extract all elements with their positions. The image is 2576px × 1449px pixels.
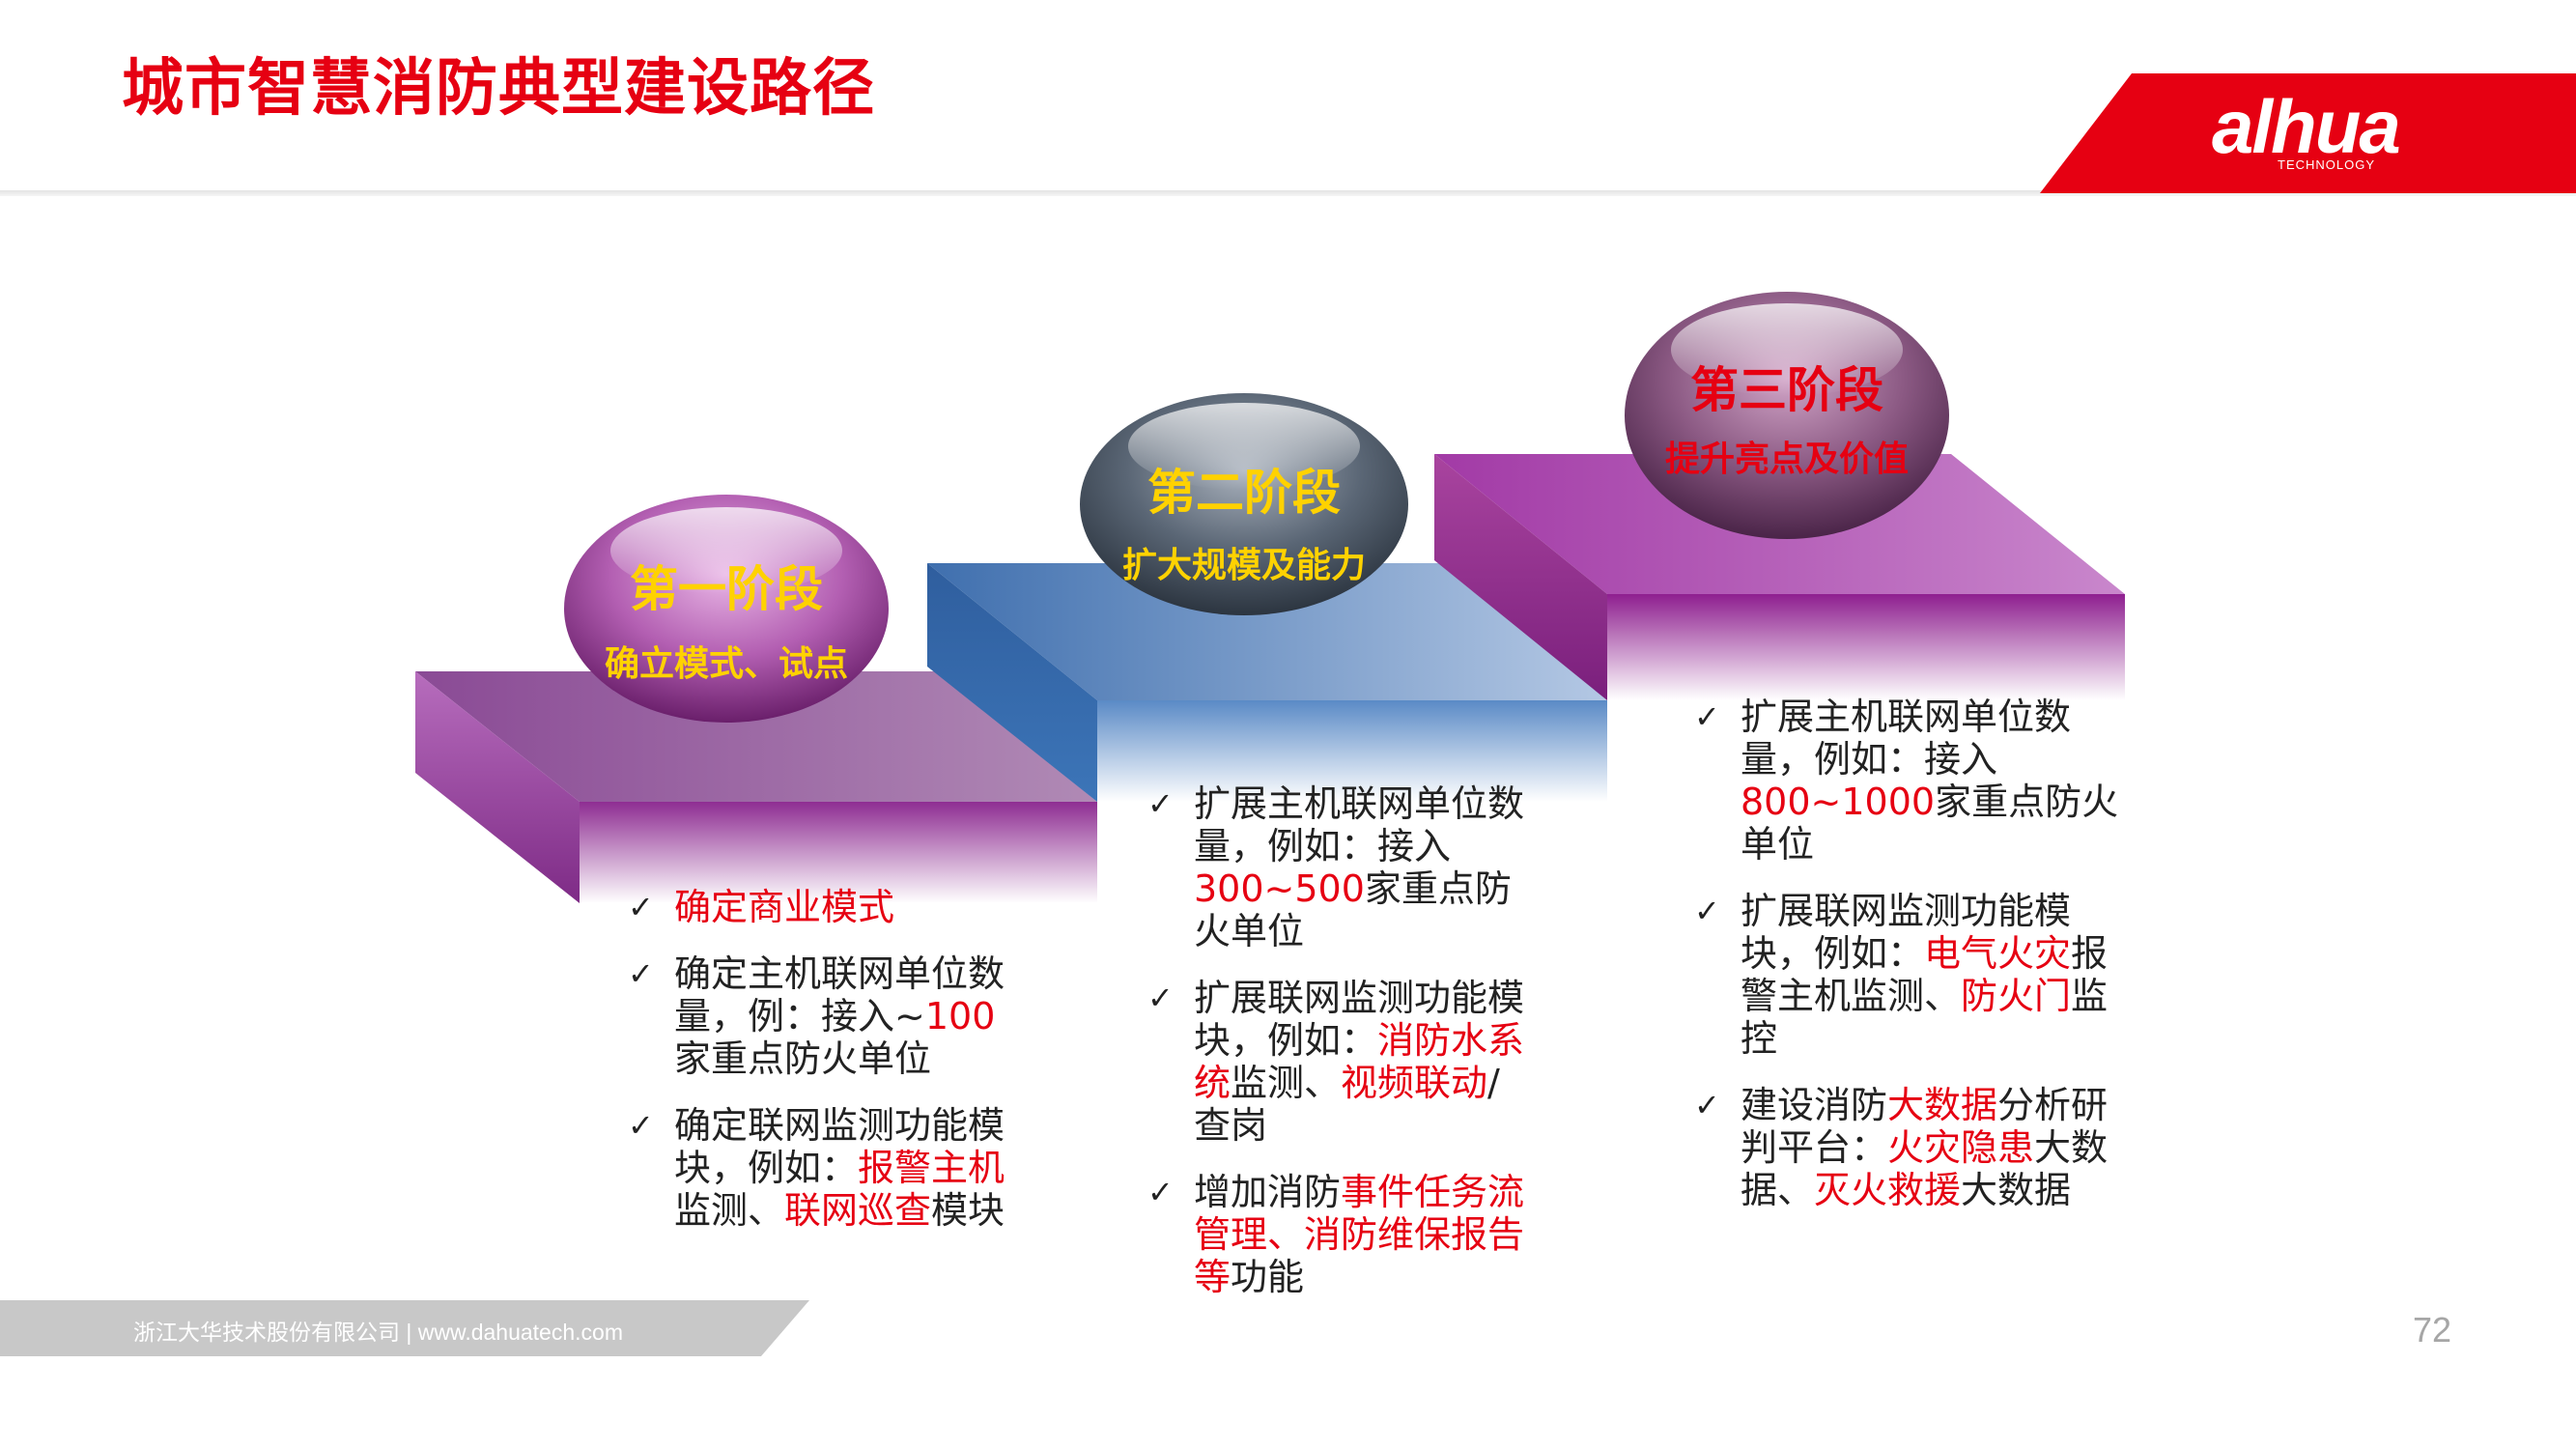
highlight-text: 电气火灾 xyxy=(1924,932,2072,975)
page-number: 72 xyxy=(2413,1310,2452,1350)
bullet-text: /查岗 xyxy=(1194,1062,1500,1147)
stage-1-subtitle: 确立模式、试点 xyxy=(604,644,848,684)
bullet-item: ✓ 扩展联网监测功能模块，例如：电气火灾报警主机监测、防火门监控 xyxy=(1694,890,2119,1060)
check-icon: ✓ xyxy=(1147,1174,1174,1210)
bullet-text: 扩展主机联网单位数量，例如：接入 xyxy=(1741,696,2072,781)
bullet-text: 扩展主机联网单位数量，例如：接入 xyxy=(1194,782,1525,867)
highlight-text: 火灾隐患 xyxy=(1887,1126,2035,1169)
stage-1-title: 第一阶段 xyxy=(630,561,823,617)
stage-1-list: ✓ 确定商业模式 ✓ 确定主机联网单位数量，例：接入~100家重点防火单位 ✓ 确定联网监… xyxy=(628,886,1014,1256)
logo-subtitle: TECHNOLOGY xyxy=(2278,157,2376,172)
highlight-text: 800~1000 xyxy=(1741,781,1936,823)
stage-2-list: ✓ 扩展主机联网单位数量，例如：接入300~500家重点防火单位 ✓ 扩展联网监测功能… xyxy=(1147,782,1534,1322)
highlight-text: 大数据 xyxy=(1887,1084,1998,1126)
bullet-text: 扩展联网监测功能模块，例如： xyxy=(1194,977,1525,1062)
bullet-item: ✓ 确定联网监测功能模块，例如：报警主机监测、联网巡查模块 xyxy=(628,1104,1014,1232)
highlight-text: 报警主机 xyxy=(858,1147,1005,1189)
stage-2-title: 第二阶段 xyxy=(1147,465,1341,521)
highlight-text: 100 xyxy=(924,995,996,1037)
bullet-item: ✓ 扩展主机联网单位数量，例如：接入300~500家重点防火单位 xyxy=(1147,782,1534,952)
bullet-text: 扩展联网监测功能模块，例如： xyxy=(1741,890,2072,975)
bullet-text: 功能 xyxy=(1231,1256,1305,1298)
highlight-text: 视频联动 xyxy=(1341,1062,1488,1104)
highlight-text: 灭火救援 xyxy=(1814,1169,1962,1211)
bullet-text: 家重点防火单位 xyxy=(1194,867,1512,952)
highlight-text: 事件任务流管理、消防维保报告等 xyxy=(1194,1171,1525,1298)
stage-3-title: 第三阶段 xyxy=(1690,362,1883,418)
bullet-text: 家重点防火单位 xyxy=(674,1037,932,1080)
bullet-item: ✓建设消防大数据分析研判平台：火灾隐患大数据、灭火救援大数据 xyxy=(1694,1084,2119,1211)
bullet-text: 家重点防火单位 xyxy=(1741,781,2119,866)
bullet-text: 报警主机监测、 xyxy=(1741,932,2109,1017)
stage-2-subtitle: 扩大规模及能力 xyxy=(1121,546,1366,585)
check-icon: ✓ xyxy=(1147,980,1174,1016)
highlight-text: 300~500 xyxy=(1194,867,1365,910)
highlight-text: 联网巡查 xyxy=(784,1189,932,1232)
bullet-text: 监控 xyxy=(1741,975,2109,1060)
stage-3-list: ✓ 扩展主机联网单位数量，例如：接入800~1000家重点防火单位 ✓ 扩展联网监测功… xyxy=(1694,696,2119,1236)
bullet-item: ✓ 确定主机联网单位数量，例：接入~100家重点防火单位 xyxy=(628,952,1014,1080)
highlight-text: 确定商业模式 xyxy=(674,886,895,928)
bullet-text: 分析研判平台： xyxy=(1741,1084,2109,1169)
bullet-text: 确定联网监测功能模块，例如： xyxy=(674,1104,1005,1189)
bullet-text: 增加消防 xyxy=(1194,1171,1342,1213)
stage-3-subtitle: 提升亮点及价值 xyxy=(1664,440,1909,479)
bullet-text: 建设消防 xyxy=(1741,1084,1888,1126)
bullet-text: 确定主机联网单位数量，例：接入~ xyxy=(674,952,1005,1037)
logo-banner xyxy=(2040,73,2576,193)
bullet-item: ✓ 扩展主机联网单位数量，例如：接入800~1000家重点防火单位 xyxy=(1694,696,2119,866)
bullet-text: 模块 xyxy=(931,1189,1005,1232)
bullet-text: 大数据、 xyxy=(1741,1126,2109,1211)
bullet-text: 大数据 xyxy=(1961,1169,2072,1211)
check-icon: ✓ xyxy=(1694,893,1720,929)
dahua-logo: alhua xyxy=(2212,84,2401,169)
check-icon: ✓ xyxy=(628,955,654,992)
highlight-text: 防火门 xyxy=(1961,975,2072,1017)
bullet-item: ✓ 扩展联网监测功能模块，例如：消防水系统监测、视频联动/查岗 xyxy=(1147,977,1534,1147)
title-divider xyxy=(0,190,2576,196)
check-icon: ✓ xyxy=(1694,698,1720,735)
check-icon: ✓ xyxy=(1147,785,1174,822)
bullet-item: ✓ 确定商业模式 xyxy=(628,886,1014,928)
check-icon: ✓ xyxy=(1694,1087,1720,1123)
footer-bar xyxy=(0,1300,809,1356)
check-icon: ✓ xyxy=(628,889,654,925)
highlight-text: 消防水系统 xyxy=(1194,1019,1525,1104)
check-icon: ✓ xyxy=(628,1107,654,1144)
bullet-text: 监测、 xyxy=(1231,1062,1342,1104)
bullet-text: 监测、 xyxy=(674,1189,785,1232)
bullet-item: ✓ 增加消防事件任务流管理、消防维保报告等功能 xyxy=(1147,1171,1534,1298)
page-title: 城市智慧消防典型建设路径 xyxy=(122,53,875,125)
footer-text: 浙江大华技术股份有限公司 | www.dahuatech.com xyxy=(133,1320,623,1345)
